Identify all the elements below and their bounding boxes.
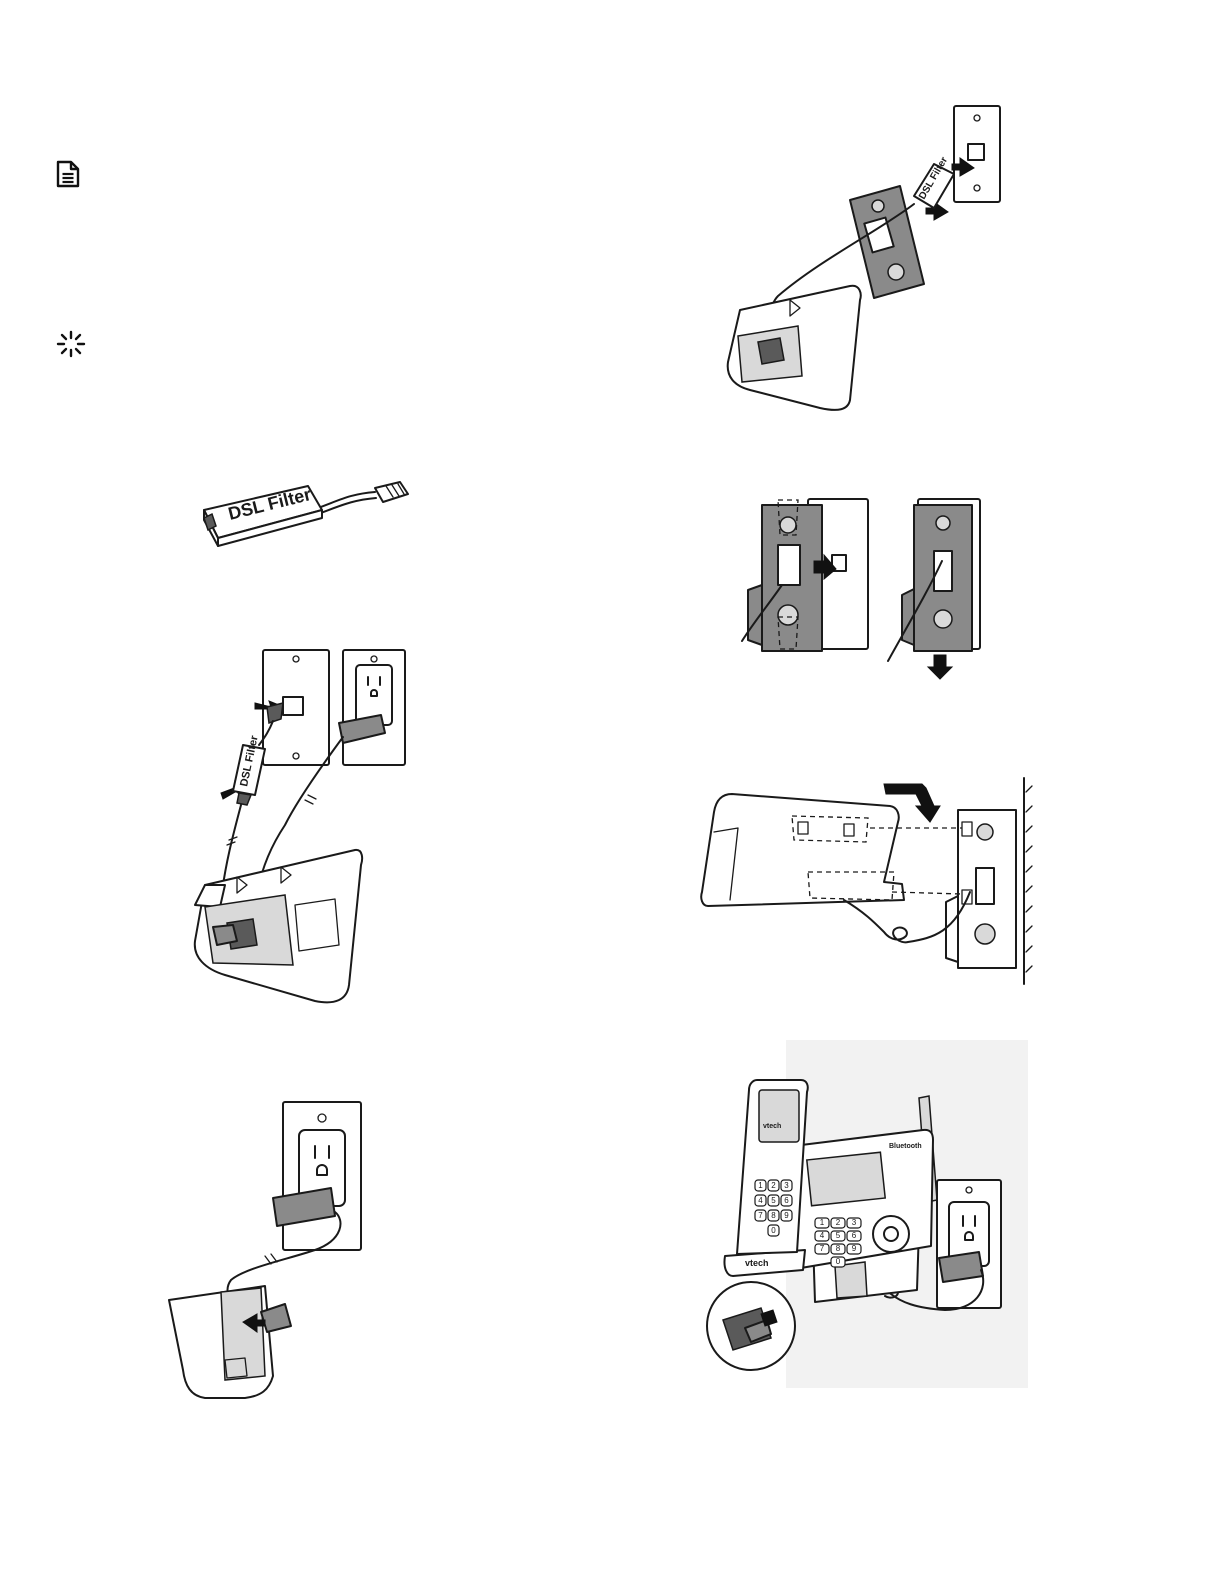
charger-connection-figure [165,1100,370,1400]
handset-key-label-1: 1 [758,1181,763,1190]
handset-key-label-0: 0 [771,1226,776,1235]
base-to-bracket-figure [694,772,1034,987]
base-key-label-1: 1 [820,1218,825,1227]
brand-label-handset: vtech [763,1123,781,1130]
brand-label-cradle: vtech [745,1258,769,1268]
handset-key-label-7: 7 [758,1211,763,1220]
base-key-label-3: 3 [852,1218,857,1227]
base-key-label-5: 5 [836,1231,841,1240]
bluetooth-label: Bluetooth [889,1143,922,1150]
base-key-label-8: 8 [836,1244,841,1253]
base-key-label-7: 7 [820,1244,825,1253]
handset-key-label-9: 9 [784,1211,789,1220]
handset-key-label-2: 2 [771,1181,776,1190]
base-key-label-4: 4 [820,1231,825,1240]
handset-key-label-6: 6 [784,1196,789,1205]
handset-key-label-8: 8 [771,1211,776,1220]
base-key-label-6: 6 [852,1231,857,1240]
bracket-mount-figure [738,495,988,680]
note-icon [54,160,82,188]
handset-key-label-3: 3 [784,1181,789,1190]
wall-mount-filter-figure: DSL Filter [720,100,1010,415]
light-burst-icon [56,330,86,358]
dsl-filter-figure: DSL Filter [190,470,420,560]
base-key-label-2: 2 [836,1218,841,1227]
base-key-label-9: 9 [852,1244,857,1253]
base-connection-figure: DSL Filter [185,645,415,1010]
base-key-label-0: 0 [836,1257,841,1266]
handset-key-label-5: 5 [771,1196,776,1205]
handset-key-label-4: 4 [758,1196,763,1205]
